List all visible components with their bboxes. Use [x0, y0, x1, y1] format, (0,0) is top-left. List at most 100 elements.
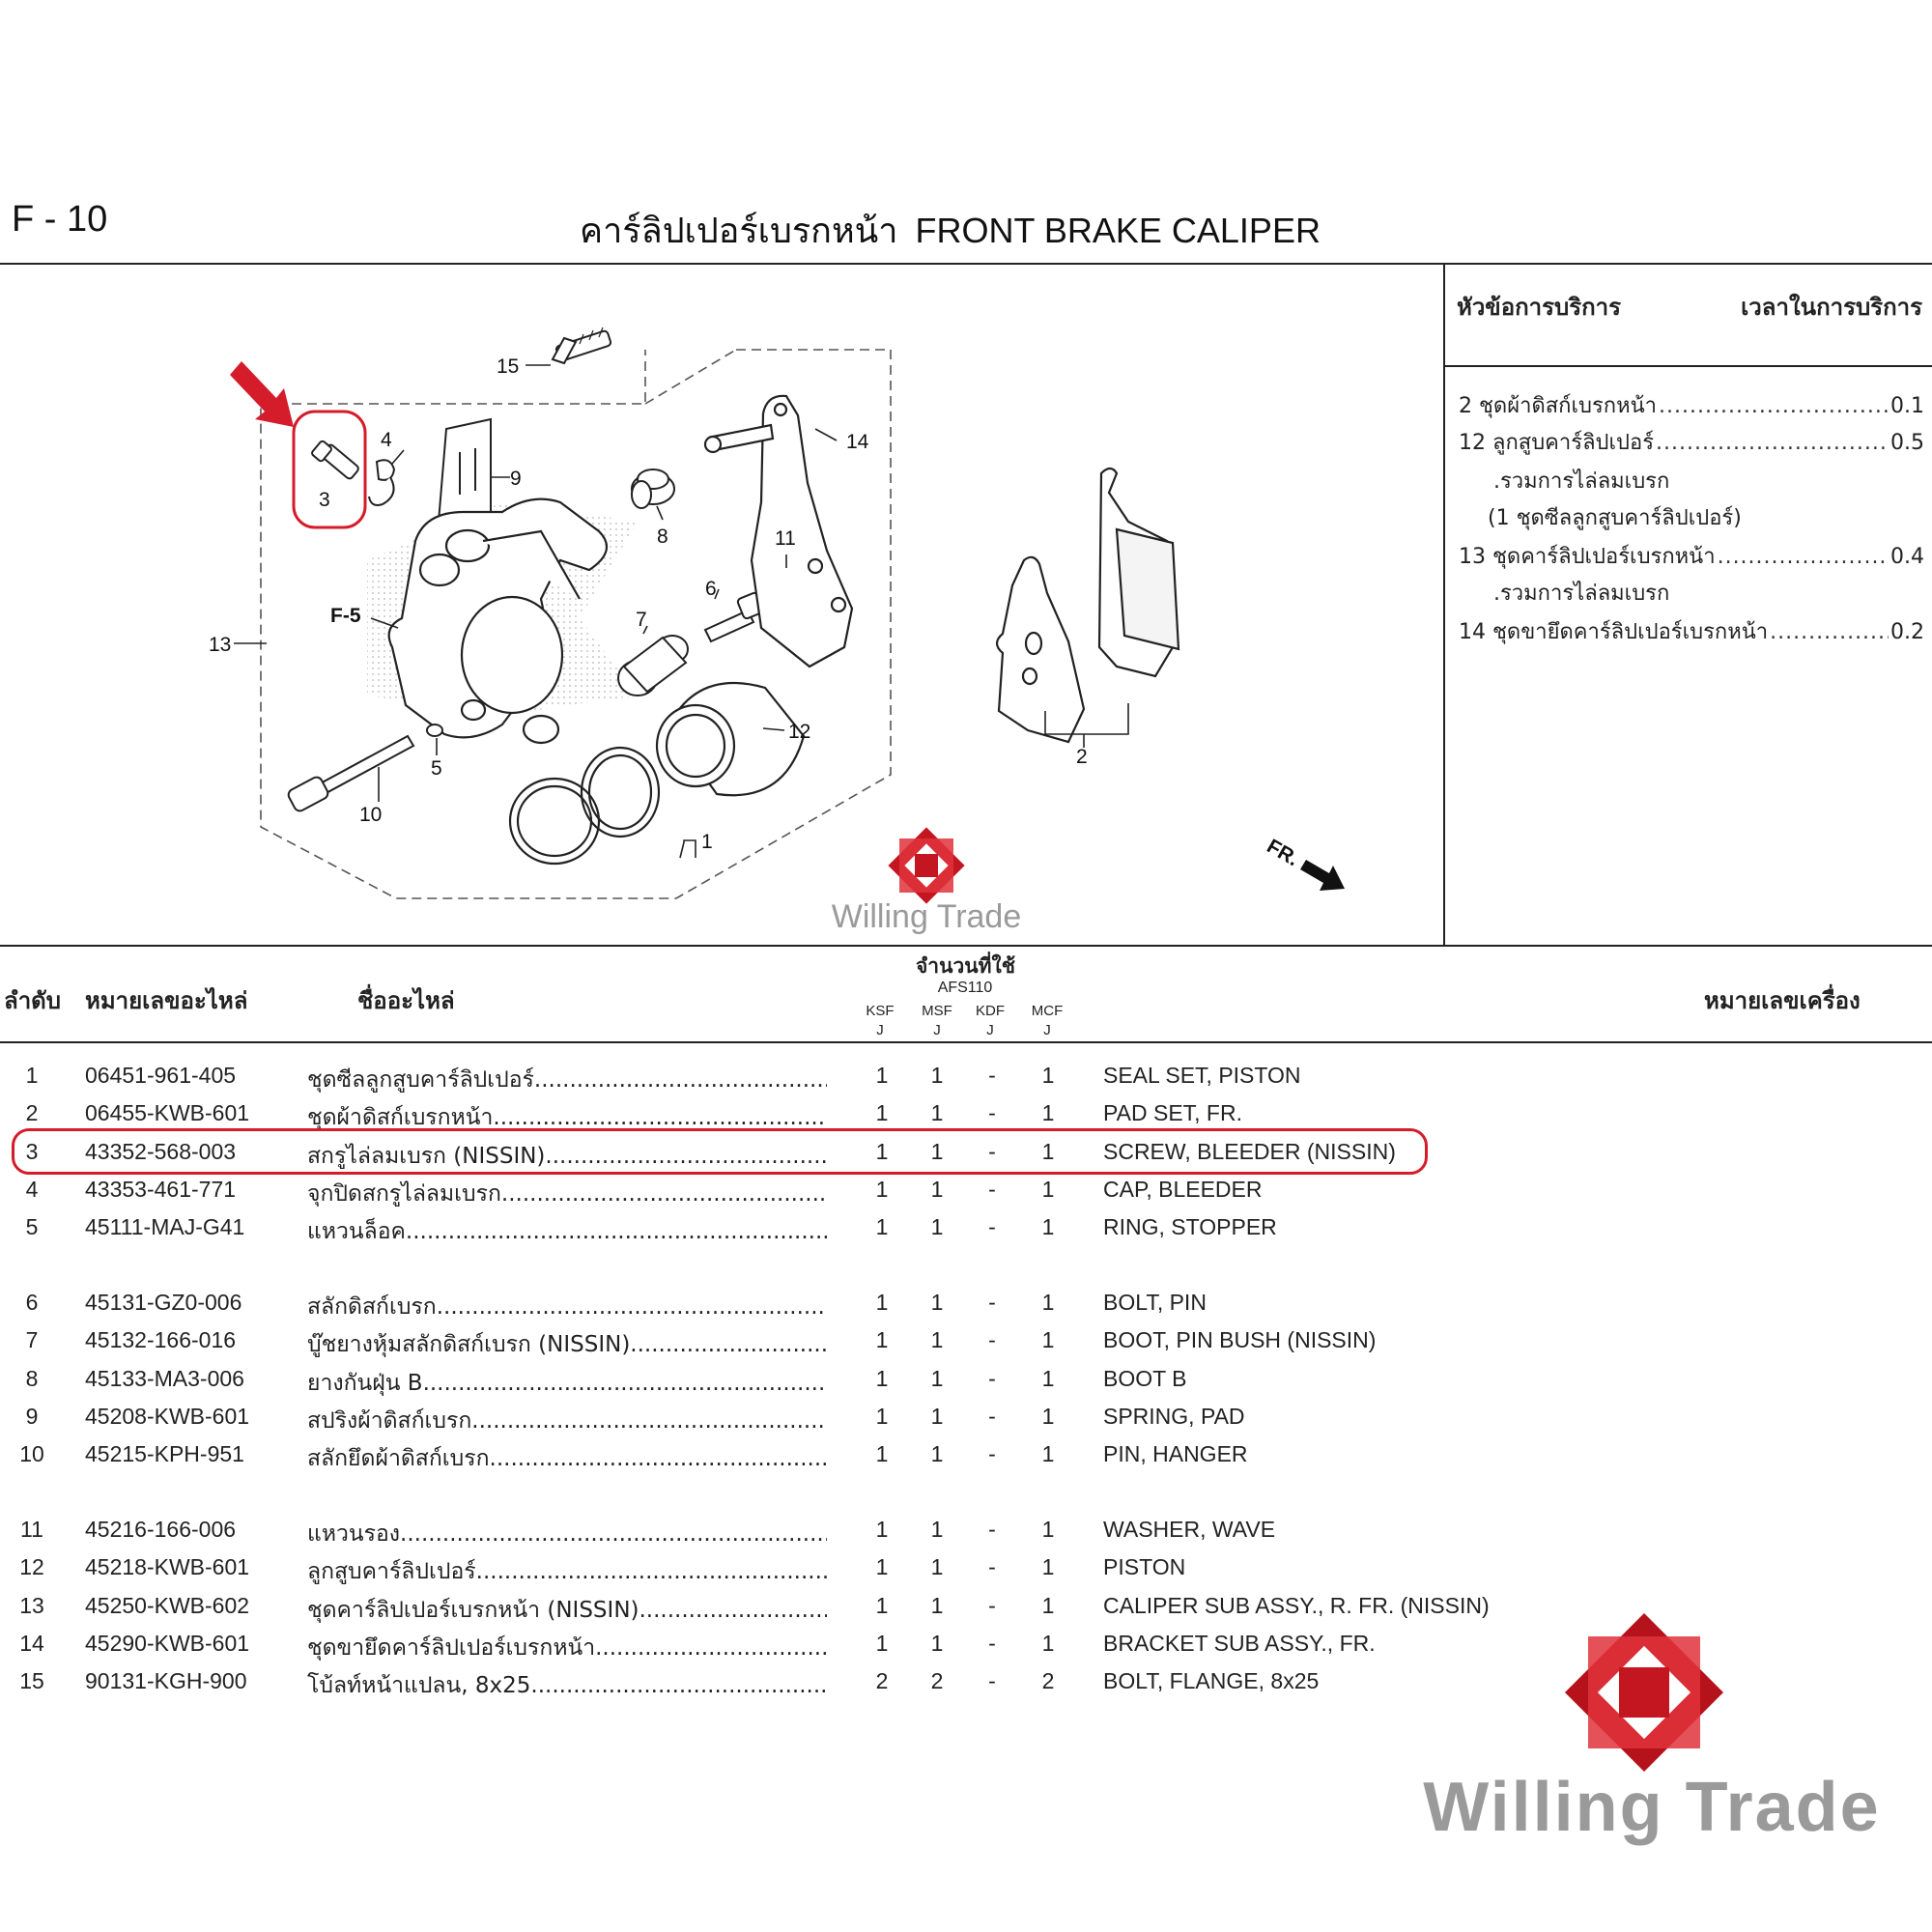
header-divider	[0, 263, 1932, 265]
part-number: 43353-461-771	[85, 1177, 237, 1202]
qty-ksf: 1	[875, 1214, 889, 1239]
qty-kdf: -	[988, 1441, 996, 1466]
part-name-english: WASHER, WAVE	[1103, 1517, 1276, 1542]
part-name-thai: ชุดขายึดคาร์ลิปเปอร์เบรกหน้า	[307, 1631, 827, 1665]
part-name-thai: แหวนล็อค	[307, 1214, 827, 1249]
part-name-thai: บู๊ชยางหุ้มสลักดิสก์เบรก (NISSIN)	[307, 1327, 827, 1362]
callout-8: 8	[657, 526, 668, 548]
part-number: 45133-MA3-006	[85, 1366, 244, 1391]
part-number: 45218-KWB-601	[85, 1554, 250, 1579]
row-number: 5	[25, 1214, 39, 1239]
callout-11: 11	[775, 527, 796, 550]
table-row: 10 45215-KPH-951 สลักยึดผ้าดิสก์เบรก 1 1…	[0, 1437, 1932, 1472]
callout-12: 12	[788, 721, 810, 743]
qty-msf: 1	[930, 1063, 944, 1088]
hanger-pin-10	[287, 734, 415, 812]
front-arrow-icon	[1300, 860, 1345, 891]
table-row: 2 06455-KWB-601 ชุดผ้าดิสก์เบรกหน้า 1 1 …	[0, 1096, 1932, 1131]
part-name-thai: ลูกสูบคาร์ลิปเปอร์	[307, 1554, 827, 1589]
table-row: 4 43353-461-771 จุกปิดสกรูไล่ลมเบรก 1 1 …	[0, 1173, 1932, 1208]
part-name-thai: สลักดิสก์เบรก	[307, 1290, 827, 1324]
part-name-thai: ชุดซีลลูกสูบคาร์ลิปเปอร์	[307, 1063, 827, 1097]
callout-10: 10	[359, 804, 382, 826]
part-name-english: SEAL SET, PISTON	[1103, 1063, 1301, 1088]
column-header-frame-number: หมายเลขเครื่อง	[1704, 987, 1861, 1014]
stopper-ring-5	[426, 724, 443, 737]
callout-9: 9	[510, 468, 522, 490]
qty-kdf: -	[988, 1100, 996, 1125]
part-name-english: CALIPER SUB ASSY., R. FR. (NISSIN)	[1103, 1593, 1490, 1618]
qty-mcf: 1	[1041, 1517, 1055, 1542]
service-note: .รวมการไล่ลมเบรก	[1493, 469, 1670, 494]
caliper-bracket-14	[703, 394, 854, 668]
bleeder-screw-3	[311, 440, 359, 480]
row-number: 2	[25, 1100, 39, 1125]
callout-15: 15	[497, 355, 519, 378]
service-row-value: 0.2	[1890, 620, 1924, 644]
qty-kdf: -	[988, 1177, 996, 1202]
callout-14: 14	[846, 431, 869, 453]
highlight-row-outline	[12, 1128, 1428, 1175]
qty-msf: 1	[930, 1139, 944, 1164]
qty-mcf: 1	[1041, 1139, 1055, 1164]
column-header-no: ลำดับ	[4, 987, 62, 1014]
table-row: 5 45111-MAJ-G41 แหวนล็อค 1 1 - 1 RING, S…	[0, 1210, 1932, 1245]
qty-msf: 1	[930, 1327, 944, 1352]
qty-kdf: -	[988, 1554, 996, 1579]
part-name-english: BOOT, PIN BUSH (NISSIN)	[1103, 1327, 1377, 1352]
column-header-ksf-sub: J	[876, 1022, 884, 1038]
part-number: 06451-961-405	[85, 1063, 237, 1088]
row-number: 15	[19, 1668, 44, 1693]
qty-mcf: 1	[1041, 1214, 1055, 1239]
page-title-thai: คาร์ลิปเปอร์เบรกหน้า	[580, 212, 898, 251]
part-name-english: CAP, BLEEDER	[1103, 1177, 1263, 1202]
service-note: .รวมการไล่ลมเบรก	[1493, 582, 1670, 606]
callout-leaders	[234, 364, 1085, 859]
callout-4: 4	[381, 429, 392, 451]
part-name-english: BRACKET SUB ASSY., FR.	[1103, 1631, 1376, 1656]
service-row-label: 12 ลูกสูบคาร์ลิปเปอร์	[1459, 431, 1655, 455]
row-number: 10	[19, 1441, 44, 1466]
row-number: 9	[25, 1404, 39, 1429]
part-number: 43352-568-003	[85, 1139, 237, 1164]
service-row-label: 2 ชุดผ้าดิสก์เบรกหน้า	[1459, 394, 1658, 418]
part-name-thai: สปริงผ้าดิสก์เบรก	[307, 1404, 827, 1438]
part-name-thai: สลักยึดผ้าดิสก์เบรก	[307, 1441, 827, 1476]
qty-kdf: -	[988, 1063, 996, 1088]
part-name-english: SCREW, BLEEDER (NISSIN)	[1103, 1139, 1396, 1164]
qty-msf: 1	[930, 1631, 944, 1656]
qty-mcf: 1	[1041, 1063, 1055, 1088]
panel-divider	[1443, 263, 1445, 947]
column-header-kdf: KDF	[976, 1003, 1005, 1019]
table-header-divider	[0, 1041, 1932, 1043]
qty-msf: 1	[930, 1366, 944, 1391]
column-header-ksf: KSF	[866, 1003, 895, 1019]
column-header-part-number: หมายเลขอะไหล่	[85, 987, 248, 1014]
qty-mcf: 1	[1041, 1100, 1055, 1125]
column-header-quantity: จำนวนที่ใช้	[916, 954, 1015, 978]
part-number: 45216-166-006	[85, 1517, 237, 1542]
qty-kdf: -	[988, 1327, 996, 1352]
qty-msf: 1	[930, 1554, 944, 1579]
qty-ksf: 1	[875, 1554, 889, 1579]
piston-seal-set-1	[508, 746, 661, 866]
part-name-english: PIN, HANGER	[1103, 1441, 1248, 1466]
watermark-small: Willing Trade	[806, 827, 1047, 943]
part-number: 90131-KGH-900	[85, 1668, 247, 1693]
qty-mcf: 2	[1041, 1668, 1055, 1693]
part-name-english: SPRING, PAD	[1103, 1404, 1245, 1429]
service-row-value: 0.1	[1890, 394, 1924, 418]
qty-kdf: -	[988, 1290, 996, 1315]
part-number: 45111-MAJ-G41	[85, 1214, 245, 1239]
part-name-thai: โบ้ลท์หน้าแปลน, 8x25	[307, 1668, 827, 1703]
table-row: 1 06451-961-405 ชุดซีลลูกสูบคาร์ลิปเปอร์…	[0, 1059, 1932, 1094]
service-item-heading: หัวข้อการบริการ	[1457, 294, 1622, 321]
table-row: 8 45133-MA3-006 ยางกันฝุ่น B 1 1 - 1 BOO…	[0, 1362, 1932, 1397]
callout-6: 6	[705, 578, 717, 600]
watermark-logo-large-icon	[1564, 1612, 1724, 1773]
table-row: 7 45132-166-016 บู๊ชยางหุ้มสลักดิสก์เบรก…	[0, 1323, 1932, 1358]
service-row-label: 13 ชุดคาร์ลิปเปอร์เบรกหน้า	[1459, 545, 1716, 569]
part-name-english: BOOT B	[1103, 1366, 1187, 1391]
qty-ksf: 1	[875, 1177, 889, 1202]
brake-pad-set-2	[995, 467, 1180, 744]
